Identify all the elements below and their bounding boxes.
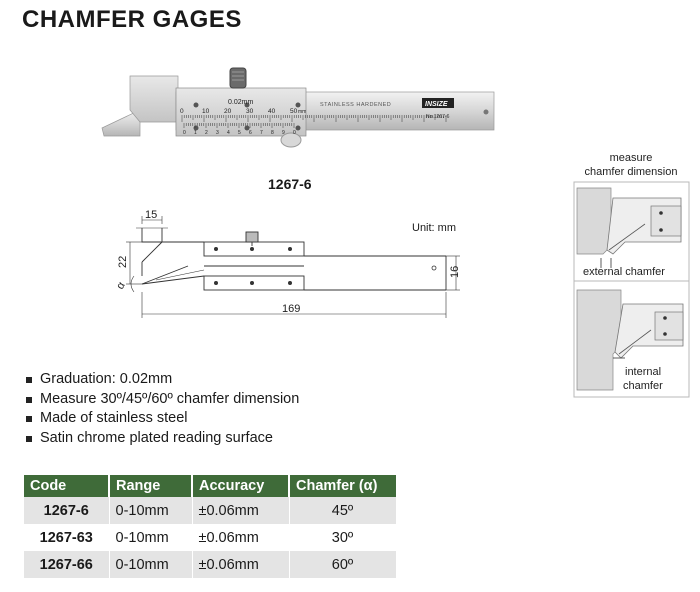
cell-chamfer: 45º [289,497,397,524]
scale-number: 0 [180,108,184,115]
unit-label: Unit: mm [412,222,456,234]
vernier-number: 1 [194,130,197,136]
vernier-number: 5 [238,130,241,136]
slider [175,87,307,137]
page-title: CHAMFER GAGES [22,6,242,33]
internal-chamfer-illustration: internal chamfer [576,289,684,392]
model-label: 1267-6 [268,176,312,192]
product-photo: 0.02mm 0 10 20 30 40 50 mm 0 1 2 3 4 5 6 7 8 9 0 STAINL… [101,67,495,148]
dim-top-label: 15 [145,209,157,221]
scale-number: 50 [290,108,298,115]
scale-number: 40 [268,108,276,115]
cell-code: 1267-6 [24,497,110,524]
external-chamfer-illustration: external chamfer [576,187,682,278]
svg-text:INSIZE: INSIZE [425,101,448,108]
label-external-chamfer: external chamfer [583,266,665,278]
feature-item: Measure 30º/45º/60º chamfer dimension [26,390,299,410]
vernier-number: 2 [205,130,208,136]
panel-title-line2: chamfer dimension [585,166,678,178]
cell-range: 0-10mm [109,551,193,578]
label-internal-chamfer-2: chamfer [623,380,663,392]
vernier-number: 0 [183,130,186,136]
dim-right-label: 16 [449,266,461,278]
vernier-ticks [183,123,295,128]
dim-length-label: 169 [282,303,300,315]
feature-item: Made of stainless steel [26,409,299,429]
feature-item: Graduation: 0.02mm [26,370,299,390]
cell-accuracy: ±0.06mm [192,551,290,578]
vernier-numbers: 0 1 2 3 4 5 6 7 8 9 0 [183,130,296,136]
table-row: 1267-63 0-10mm ±0.06mm 30º [24,524,397,551]
cell-accuracy: ±0.06mm [192,497,290,524]
vernier-number: 8 [271,130,274,136]
vernier-number: 4 [227,130,230,136]
svg-text:No.1267-6: No.1267-6 [426,114,450,120]
vernier-number: 0 [293,130,296,136]
label-internal-chamfer-1: internal [625,366,661,378]
feature-list: Graduation: 0.02mm Measure 30º/45º/60º c… [26,370,299,448]
main-scale-ticks [181,115,447,122]
spec-table: Code Range Accuracy Chamfer (α) 1267-6 0… [24,475,397,578]
vernier-number: 9 [282,130,285,136]
graduation-text: 0.02mm [228,99,253,106]
chamfer-usage-panel: measure chamfer dimension external chamf… [573,152,690,398]
header-code: Code [24,475,110,497]
technical-drawing: 15 22 α 16 169 [114,209,461,318]
panel-title-line1: measure [610,152,653,164]
cell-chamfer: 60º [289,551,397,578]
cell-code: 1267-63 [24,524,110,551]
table-header-row: Code Range Accuracy Chamfer (α) [24,475,396,497]
table-row: 1267-66 0-10mm ±0.06mm 60º [24,551,397,578]
scale-number: 20 [224,108,232,115]
cell-range: 0-10mm [109,497,193,524]
main-scale-numbers: 0 10 20 30 40 50 [180,108,298,115]
header-chamfer: Chamfer (α) [289,475,396,497]
brand-logo [422,98,454,108]
cell-range: 0-10mm [109,524,193,551]
header-accuracy: Accuracy [192,475,290,497]
scale-number: 10 [202,108,210,115]
dim-height-label: 22 [117,256,129,268]
cell-code: 1267-66 [24,551,110,578]
cell-chamfer: 30º [289,524,397,551]
scale-number: 30 [246,108,254,115]
header-range: Range [109,475,193,497]
vernier-number: 6 [249,130,252,136]
dim-angle-label: α [114,279,128,291]
vernier-number: 3 [216,130,219,136]
feature-item: Satin chrome plated reading surface [26,429,299,449]
cell-accuracy: ±0.06mm [192,524,290,551]
upper-blade [129,75,179,123]
table-row: 1267-6 0-10mm ±0.06mm 45º [24,497,397,524]
vernier-number: 7 [260,130,263,136]
lock-screw-icon [229,67,247,89]
tip-blade [101,109,141,137]
stamp-text: STAINLESS HARDENED [320,102,391,108]
svg-text:mm: mm [298,109,306,115]
